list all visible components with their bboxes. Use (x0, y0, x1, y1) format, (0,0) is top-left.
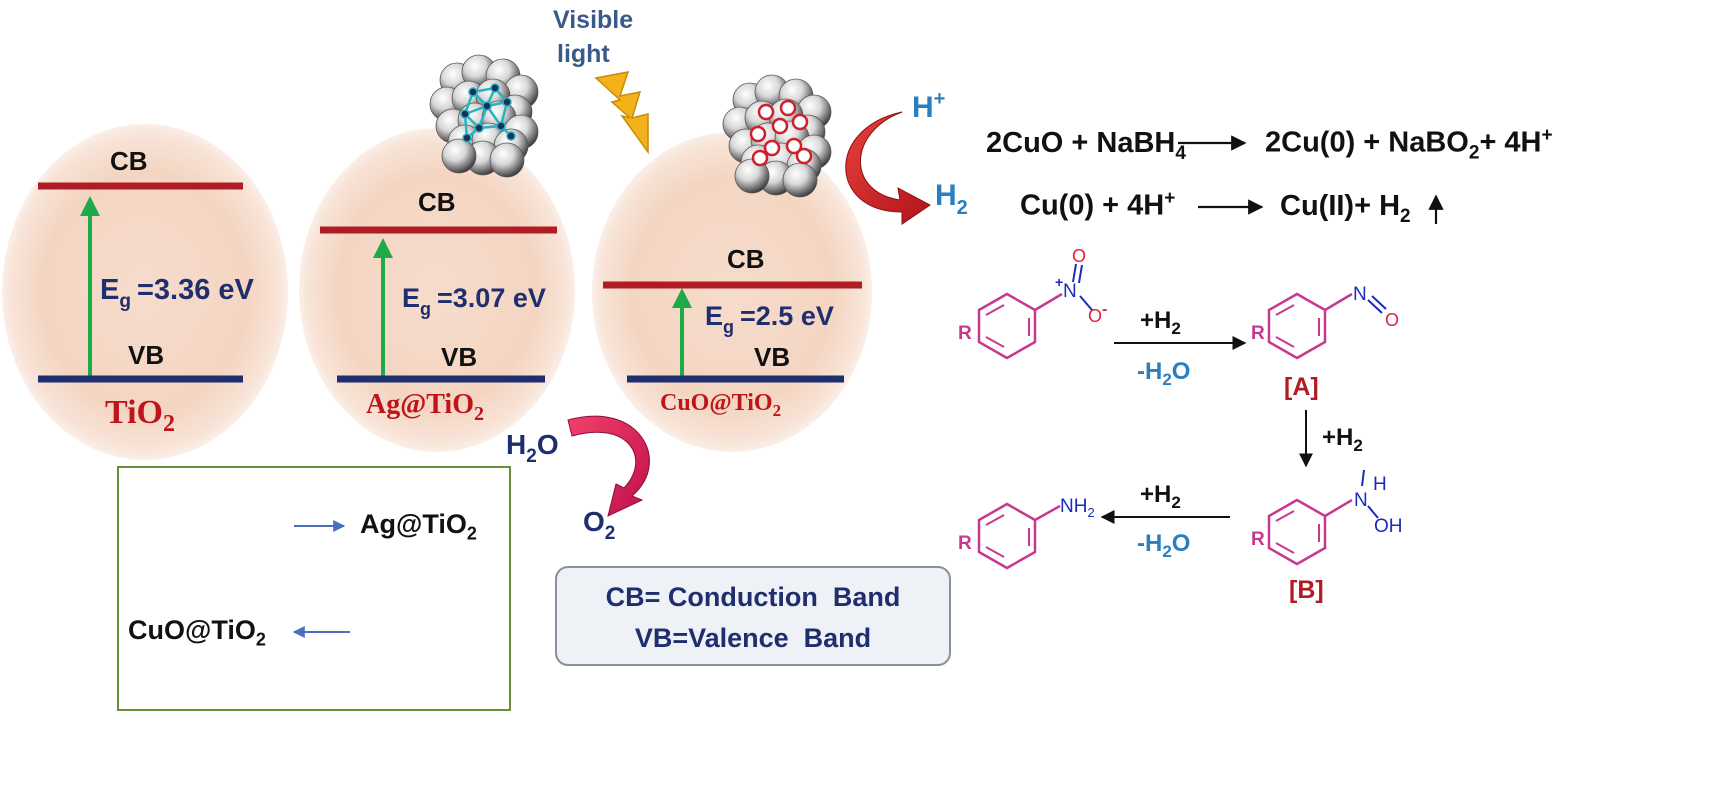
panel-ag-tio2: CB Eg=3.07 eV VB Ag@TiO2 (299, 128, 575, 452)
equation-2-right: Cu(II)+ H2 (1280, 190, 1411, 227)
atom-label: H (1373, 474, 1387, 495)
r-substituent-label: R (958, 533, 972, 554)
cb-label: CB (110, 146, 148, 176)
cb-label: CB (418, 187, 456, 217)
step1-byproduct: -H2O (1137, 358, 1190, 389)
legend-box (117, 466, 511, 711)
panel-background (592, 132, 872, 452)
hydrogen-label: H2 (935, 179, 968, 219)
atom-label: N (1063, 281, 1077, 302)
equation-1-right: 2Cu(0) + NaBO2+ 4H+ (1265, 125, 1553, 164)
lightning-bolt-icon (594, 71, 649, 155)
cuo-nanoparticle-cluster (722, 74, 832, 198)
water-label: H2O (506, 429, 559, 467)
band-gap-label: Eg=3.07 eV (402, 283, 546, 319)
step3-reagent: +H2 (1140, 481, 1181, 512)
r-substituent-label: R (1251, 529, 1265, 550)
atom-label: O (1072, 246, 1086, 266)
aniline-structure: R NH2 (958, 496, 1095, 570)
amine-label: NH2 (1060, 496, 1095, 520)
intermediate-label-b: [B] (1289, 576, 1324, 604)
r-substituent-label: R (1251, 323, 1265, 344)
step2-reagent: +H2 (1322, 424, 1363, 455)
atom-label: OH (1374, 516, 1403, 537)
equation-1-left: 2CuO + NaBH4 (986, 127, 1186, 164)
oxygen-label: O2 (583, 506, 615, 544)
panel-tio2: CB Eg=3.36 eV VB TiO2 (2, 124, 288, 460)
vb-label: VB (128, 340, 164, 370)
panel-cuo-tio2: CB Eg=2.5 eV VB CuO@TiO2 (592, 132, 872, 452)
vb-label: VB (441, 342, 477, 372)
curved-arrow-icon (845, 111, 931, 225)
vb-label: VB (754, 342, 790, 372)
panel-background (299, 128, 575, 452)
equation-2-left: Cu(0) + 4H+ (1020, 188, 1176, 222)
cb-label: CB (727, 244, 765, 274)
ag-nanoparticle-cluster (429, 54, 539, 178)
info-box-text: CB= Conduction Band VB=Valence Band (556, 577, 950, 659)
material-name: TiO2 (105, 394, 175, 437)
r-substituent-label: R (958, 323, 972, 344)
atom-label: + (1055, 274, 1063, 290)
step1-reagent: +H2 (1140, 307, 1181, 338)
info-box-line-1: CB= Conduction Band (605, 582, 901, 612)
info-box-line-2: VB=Valence Band (634, 623, 872, 653)
atom-label: N (1353, 284, 1367, 305)
band-gap-label: Eg=3.36 eV (100, 274, 255, 312)
hydroxylamine-structure: R N H OH (1251, 469, 1403, 566)
intermediate-label-a: [A] (1284, 373, 1319, 401)
visible-light-label: Visible (553, 6, 633, 34)
atom-label: O (1385, 310, 1399, 330)
curved-arrow-icon (567, 415, 650, 517)
step3-byproduct: -H2O (1137, 530, 1190, 561)
atom-label: N (1354, 490, 1368, 511)
info-box (555, 566, 951, 666)
legend-ag-label: Ag@TiO2 (360, 509, 477, 544)
visible-light-label-line2: light (557, 40, 610, 68)
legend-cuo-label: CuO@TiO2 (128, 615, 266, 650)
material-name: Ag@TiO2 (366, 389, 484, 425)
atom-label: O (1088, 306, 1102, 326)
nitroso-structure: R N O (1251, 284, 1399, 360)
material-name: CuO@TiO2 (660, 390, 781, 420)
atom-label: - (1102, 301, 1107, 318)
proton-label: H+ (912, 88, 945, 124)
band-gap-label: Eg=2.5 eV (705, 301, 834, 337)
nitrobenzene-structure: R + N O O - (958, 246, 1107, 360)
